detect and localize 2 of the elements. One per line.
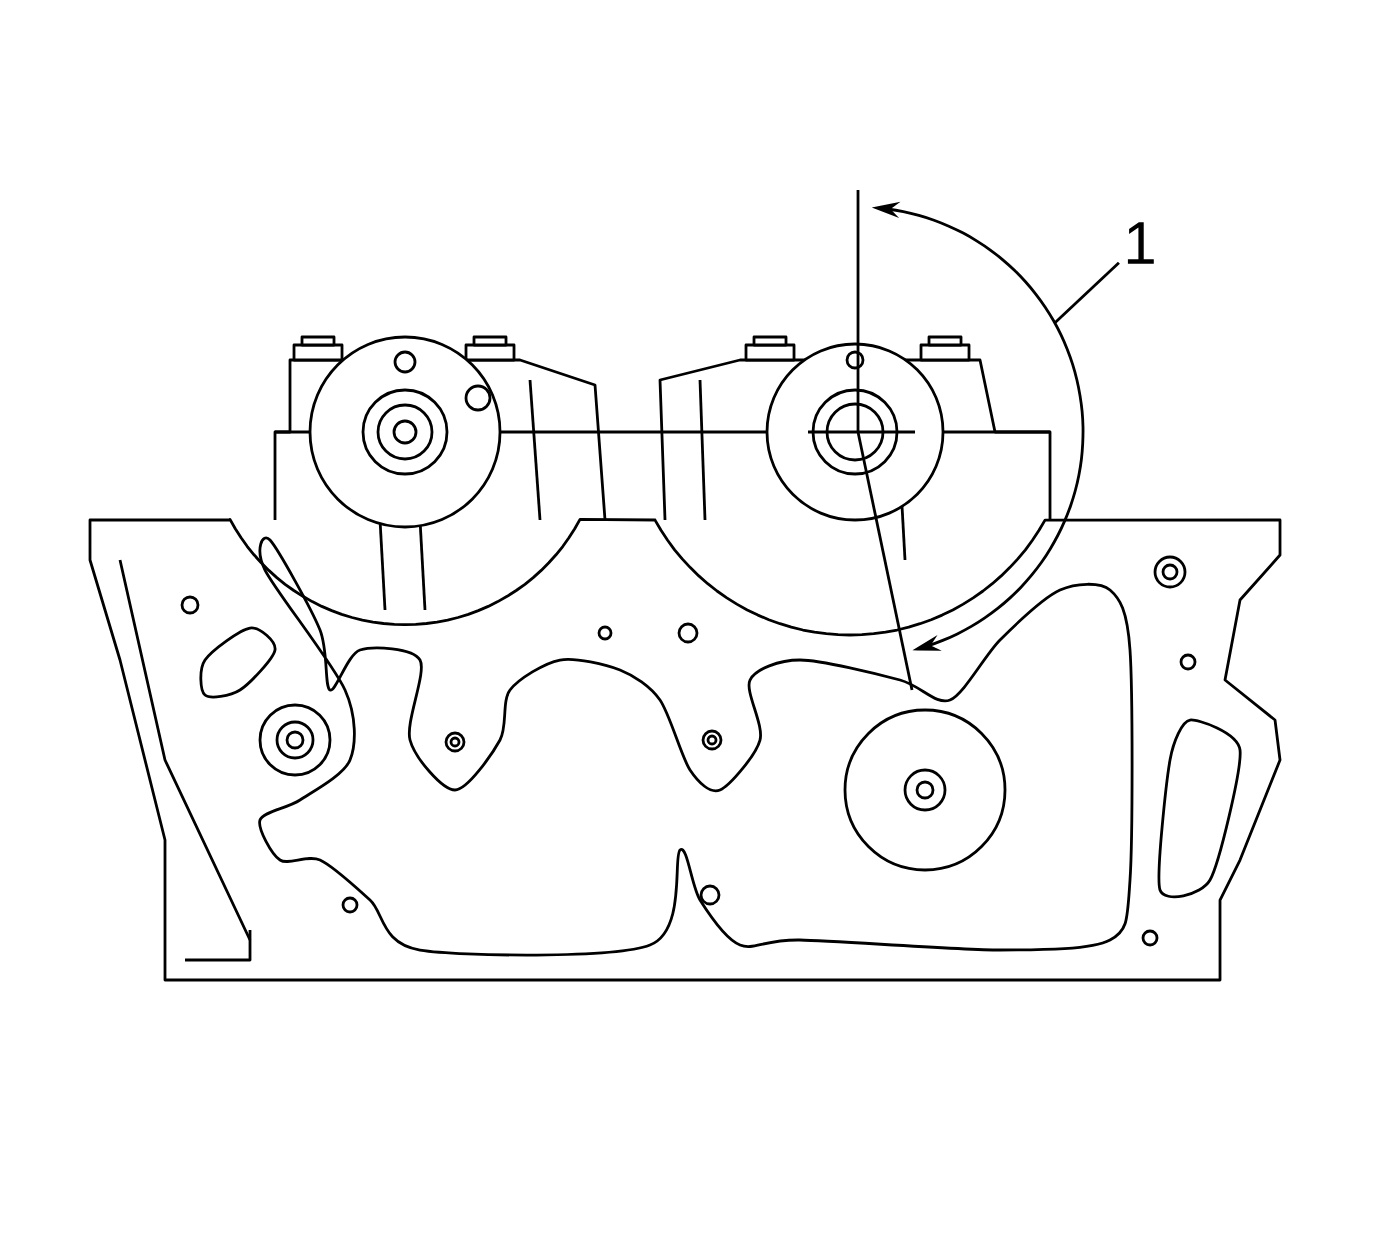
leader-line [1054,261,1120,324]
callout-number: 1 [1127,222,1154,264]
